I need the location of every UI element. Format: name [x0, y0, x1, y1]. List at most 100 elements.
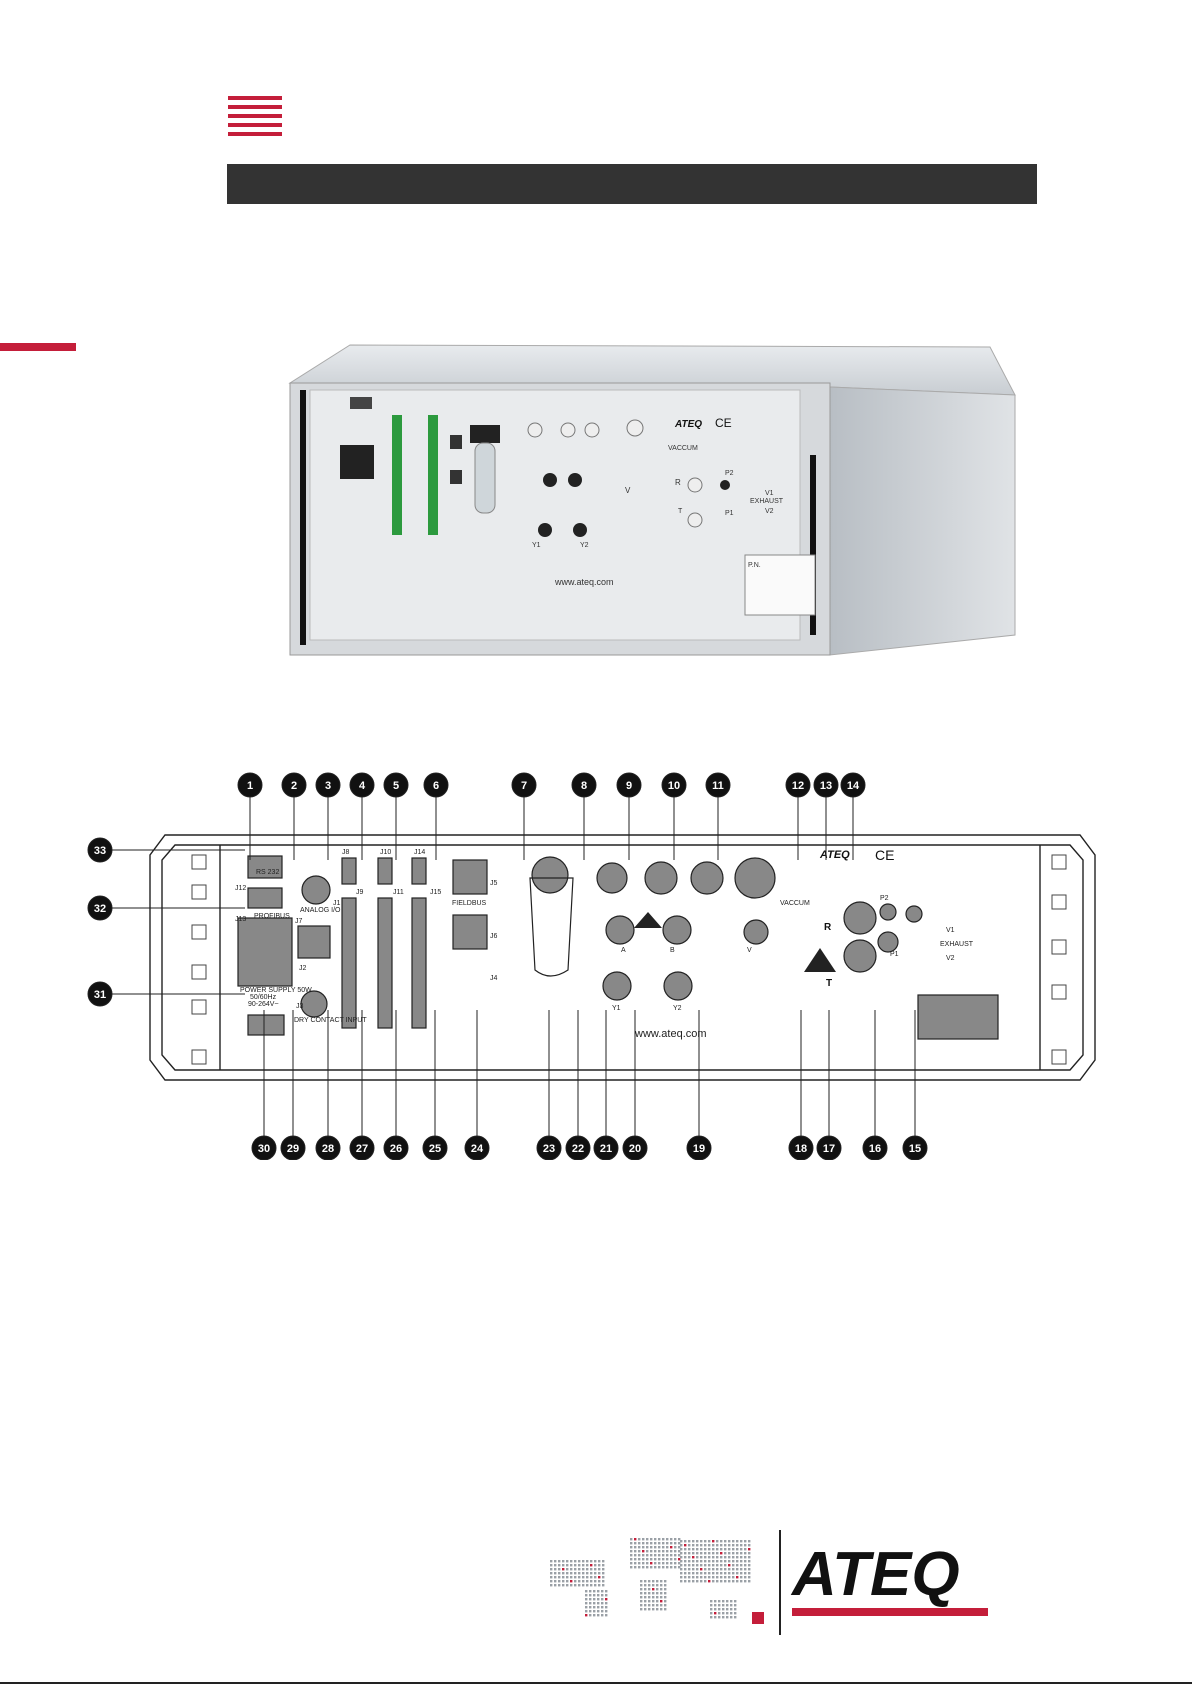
callout-14-label: 14 — [847, 780, 860, 792]
callout-3 — [315, 772, 341, 798]
label-v1: V1 — [946, 927, 955, 934]
photo-label-y2: Y2 — [580, 542, 589, 549]
label-p1: P1 — [890, 951, 899, 958]
callout-17-label: 17 — [823, 1143, 835, 1155]
callout-22 — [565, 1135, 591, 1160]
callout-22-label: 22 — [572, 1143, 584, 1155]
photo-label-v2: V2 — [765, 508, 774, 515]
label-ce: CE — [875, 847, 894, 863]
callout-30-label: 30 — [258, 1143, 270, 1155]
label-j15: J15 — [430, 889, 441, 896]
callout-23-label: 23 — [543, 1143, 555, 1155]
callout-6 — [423, 772, 449, 798]
callout-19 — [686, 1135, 712, 1160]
bottom-rule — [0, 1682, 1192, 1684]
callout-28-label: 28 — [322, 1143, 334, 1155]
callout-9 — [616, 772, 642, 798]
label-vaccum: VACCUM — [780, 900, 810, 907]
callout-13 — [813, 772, 839, 798]
rear-panel-diagram: RS 232 J12 PROFIBUS J13 J7 J1 ANALOG I/O… — [87, 772, 1096, 1160]
callout-27-label: 27 — [356, 1143, 368, 1155]
callout-4 — [349, 772, 375, 798]
label-j2: J2 — [299, 965, 307, 972]
label-power-supply: POWER SUPPLY 50W — [240, 987, 312, 994]
callout-20-label: 20 — [629, 1143, 641, 1155]
callout-18-label: 18 — [795, 1143, 807, 1155]
footer-logo: ATEQ — [550, 1530, 988, 1635]
callout-2 — [281, 772, 307, 798]
callout-10 — [661, 772, 687, 798]
callout-15 — [902, 1135, 928, 1160]
label-fieldbus: FIELDBUS — [452, 900, 487, 907]
label-j10: J10 — [380, 849, 391, 856]
callout-20 — [622, 1135, 648, 1160]
label-v2: V2 — [946, 955, 955, 962]
callout-30 — [251, 1135, 277, 1160]
callout-18 — [788, 1135, 814, 1160]
callout-32 — [87, 895, 113, 921]
callout-26-label: 26 — [390, 1143, 402, 1155]
callout-29-label: 29 — [287, 1143, 299, 1155]
photo-label-exhaust: EXHAUST — [750, 498, 784, 505]
label-b: B — [670, 947, 675, 954]
footer-brand-text: ATEQ — [790, 1540, 960, 1609]
label-y1: Y1 — [612, 1005, 621, 1012]
callout-5-label: 5 — [393, 780, 399, 792]
callout-27 — [349, 1135, 375, 1160]
photo-label-website: www.ateq.com — [554, 577, 614, 587]
callout-4-label: 4 — [359, 780, 366, 792]
callout-21-label: 21 — [600, 1143, 612, 1155]
label-j1: J1 — [333, 900, 341, 907]
label-dry-contact: DRY CONTACT INPUT — [294, 1017, 367, 1024]
callout-21 — [593, 1135, 619, 1160]
label-j5: J5 — [490, 880, 498, 887]
photo-label-ce: CE — [715, 416, 732, 430]
label-j4: J4 — [490, 975, 498, 982]
label-j7: J7 — [295, 918, 303, 925]
photo-label-brand: ATEQ — [674, 419, 702, 430]
label-brand: ATEQ — [819, 849, 850, 861]
callout-6-label: 6 — [433, 780, 439, 792]
callout-10-label: 10 — [668, 780, 680, 792]
product-photo: VACCUM EXHAUST V1 V2 P1 P2 V R T Y1 Y2 w… — [288, 344, 1016, 656]
callout-2-label: 2 — [291, 780, 297, 792]
callout-25-label: 25 — [429, 1143, 441, 1155]
label-y2: Y2 — [673, 1005, 682, 1012]
photo-label-y1: Y1 — [532, 542, 541, 549]
callout-7-label: 7 — [521, 780, 527, 792]
label-p2: P2 — [880, 895, 889, 902]
menu-icon[interactable] — [228, 96, 282, 136]
callout-5 — [383, 772, 409, 798]
label-j9: J9 — [356, 889, 364, 896]
callout-32-label: 32 — [94, 903, 106, 915]
callout-33 — [87, 837, 113, 863]
label-j3: J3 — [296, 1003, 304, 1010]
label-a: A — [621, 947, 626, 954]
label-j8: J8 — [342, 849, 350, 856]
label-v: V — [747, 947, 752, 954]
label-analog-io: ANALOG I/O — [300, 907, 341, 914]
photo-label-v1: V1 — [765, 490, 774, 497]
callout-9-label: 9 — [626, 780, 632, 792]
photo-label-p1: P1 — [725, 510, 734, 517]
photo-label-t: T — [678, 508, 683, 515]
label-profibus: PROFIBUS — [254, 913, 290, 920]
callout-23 — [536, 1135, 562, 1160]
callout-14 — [840, 772, 866, 798]
callout-24-label: 24 — [471, 1143, 484, 1155]
callout-13-label: 13 — [820, 780, 832, 792]
callout-26 — [383, 1135, 409, 1160]
photo-label-p2: P2 — [725, 470, 734, 477]
callout-31 — [87, 981, 113, 1007]
title-bar — [227, 164, 1037, 204]
callout-19-label: 19 — [693, 1143, 705, 1155]
label-website: www.ateq.com — [634, 1028, 707, 1040]
callout-25 — [422, 1135, 448, 1160]
label-j6: J6 — [490, 933, 498, 940]
label-t: T — [826, 978, 832, 989]
callout-28 — [315, 1135, 341, 1160]
label-j11: J11 — [393, 889, 404, 896]
callout-8 — [571, 772, 597, 798]
side-accent-bar — [0, 343, 76, 351]
photo-label-r: R — [675, 478, 681, 487]
